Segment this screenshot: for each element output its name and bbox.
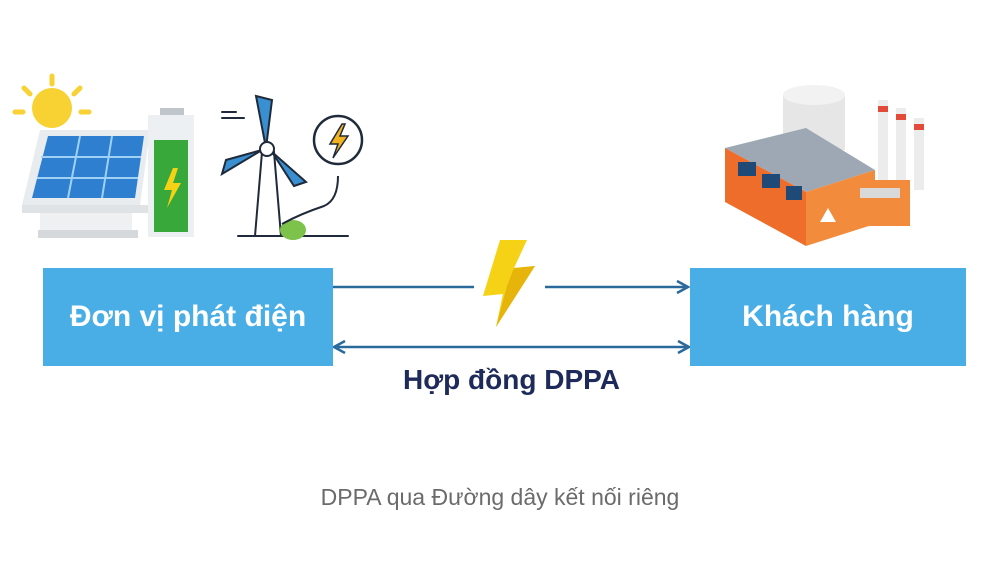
- power-bolt-icon: [312, 114, 364, 166]
- battery-icon: [148, 108, 194, 237]
- recycle-icon: [820, 208, 836, 222]
- wind-turbine-icon: [220, 94, 349, 240]
- arrow-top-head: [676, 279, 691, 295]
- sun-icon: [12, 73, 92, 128]
- arrows: [331, 279, 692, 355]
- arrow-bottom-left-head: [331, 339, 346, 355]
- lightning-bolt-icon: [483, 240, 535, 327]
- factory-icon: [725, 85, 924, 246]
- customer-box: Khách hàng: [690, 268, 966, 366]
- caption: DPPA qua Đường dây kết nối riêng: [320, 484, 680, 510]
- generator-label: Đơn vị phát điện: [69, 300, 307, 333]
- generator-box: Đơn vị phát điện: [43, 268, 333, 366]
- solar-panel-icon: [22, 130, 150, 238]
- arrow-bottom-right-head: [677, 339, 692, 355]
- customer-label: Khách hàng: [742, 300, 914, 333]
- contract-label: Hợp đồng DPPA: [403, 364, 620, 395]
